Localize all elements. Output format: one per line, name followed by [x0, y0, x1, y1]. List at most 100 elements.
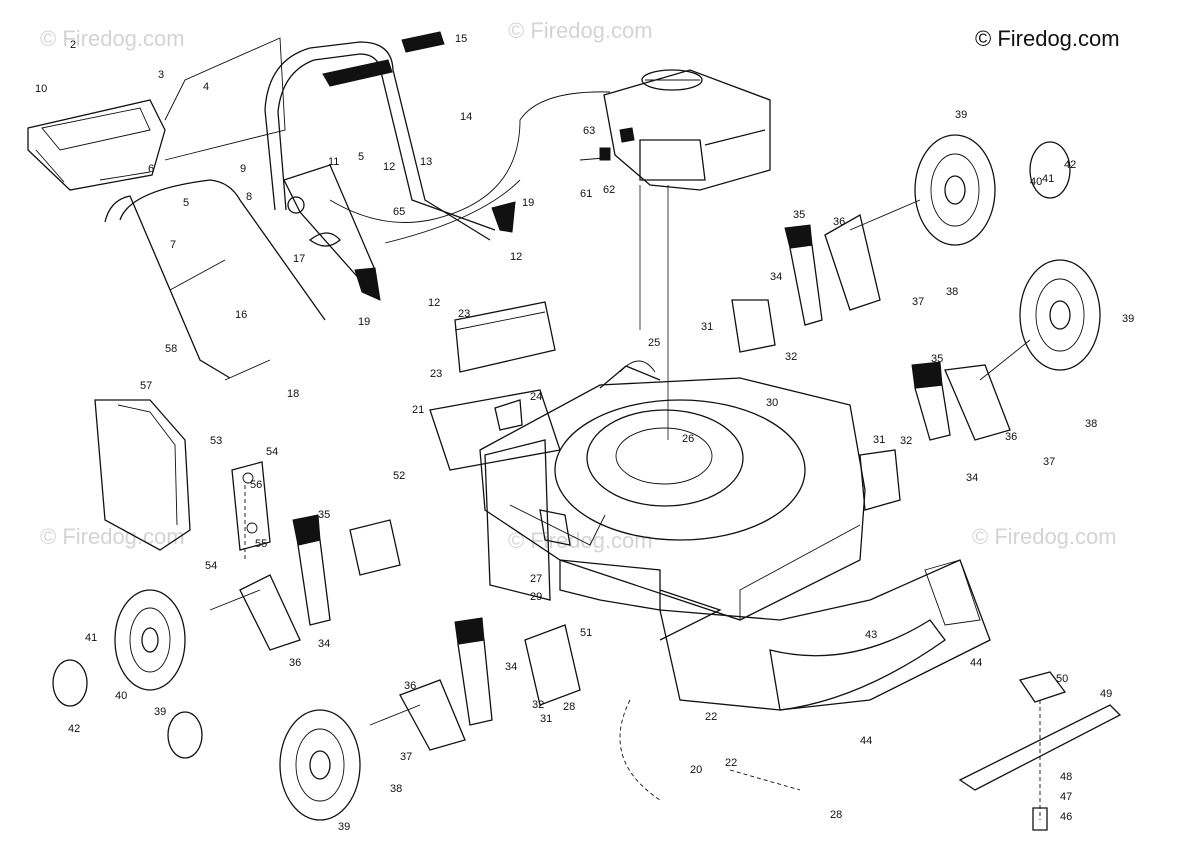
callout-number: 37 — [400, 751, 412, 763]
callout-number: 15 — [455, 33, 467, 45]
rear-door-bracket — [231, 461, 271, 560]
axle-brackets — [209, 199, 1031, 751]
callout-number: 4 — [203, 81, 209, 93]
callout-number: 65 — [393, 206, 405, 218]
callout-number: 41 — [1042, 173, 1054, 185]
callout-number: 19 — [522, 197, 534, 209]
catcher-bag-outline — [164, 37, 286, 161]
lower-cable — [619, 699, 801, 801]
callout-number: 44 — [860, 735, 872, 747]
callout-number: 51 — [580, 627, 592, 639]
callout-labels: 2103415141312511968576516171912195818122… — [35, 33, 1134, 833]
callout-number: 21 — [412, 404, 424, 416]
callout-number: 34 — [505, 661, 517, 673]
callout-number: 39 — [955, 109, 967, 121]
callout-number: 10 — [35, 83, 47, 95]
height-adjusters — [292, 224, 951, 726]
callout-number: 34 — [318, 638, 330, 650]
callout-number: 49 — [1100, 688, 1112, 700]
callout-number: 40 — [1030, 176, 1042, 188]
callout-number: 42 — [68, 723, 80, 735]
callout-number: 9 — [240, 163, 246, 175]
callout-number: 12 — [428, 297, 440, 309]
callout-number: 22 — [705, 711, 717, 723]
callout-number: 37 — [1043, 456, 1055, 468]
callout-number: 53 — [210, 435, 222, 447]
callout-number: 12 — [510, 251, 522, 263]
callout-number: 34 — [966, 472, 978, 484]
upper-handle — [264, 31, 496, 241]
callout-number: 41 — [85, 632, 97, 644]
wheel-rear-left — [114, 589, 186, 691]
callout-number: 44 — [970, 657, 982, 669]
callout-number: 14 — [460, 111, 472, 123]
hub-caps — [52, 141, 1071, 759]
callout-number: 48 — [1060, 771, 1072, 783]
callout-number: 16 — [235, 309, 247, 321]
height-adjust-plate — [494, 399, 523, 431]
callout-number: 27 — [530, 573, 542, 585]
callout-number: 50 — [1056, 673, 1068, 685]
callout-number: 22 — [725, 757, 737, 769]
callout-number: 5 — [183, 197, 189, 209]
callout-number: 36 — [289, 657, 301, 669]
callout-number: 57 — [140, 380, 152, 392]
callout-number: 6 — [148, 163, 154, 175]
callout-number: 61 — [580, 188, 592, 200]
copyright-notice: © Firedog.com — [975, 26, 1120, 51]
callout-number: 55 — [255, 538, 267, 550]
callout-number: 19 — [358, 316, 370, 328]
watermark: © Firedog.com — [972, 524, 1117, 549]
rear-baffle — [484, 439, 606, 601]
callout-number: 32 — [900, 435, 912, 447]
callout-number: 2 — [70, 39, 76, 51]
callout-number: 13 — [420, 156, 432, 168]
wheel-front-right — [1019, 259, 1101, 371]
wheel-front-left — [279, 709, 361, 821]
callout-number: 37 — [912, 296, 924, 308]
callout-number: 36 — [1005, 431, 1017, 443]
callout-number: 7 — [170, 239, 176, 251]
callout-number: 62 — [603, 184, 615, 196]
callout-number: 28 — [563, 701, 575, 713]
callout-number: 63 — [583, 125, 595, 137]
callout-number: 54 — [205, 560, 217, 572]
callout-number: 12 — [383, 161, 395, 173]
callout-number: 35 — [460, 620, 472, 632]
cable-clip — [308, 232, 341, 247]
callout-number: 26 — [682, 433, 694, 445]
discharge-chute-door — [559, 559, 661, 611]
callout-number: 29 — [530, 591, 542, 603]
watermark: © Firedog.com — [40, 524, 185, 549]
callout-number: 34 — [770, 271, 782, 283]
callout-number: 40 — [115, 690, 127, 702]
callout-number: 35 — [318, 509, 330, 521]
skirt — [659, 559, 991, 711]
callout-number: 42 — [1064, 159, 1076, 171]
watermark: © Firedog.com — [508, 18, 653, 43]
callout-number: 32 — [532, 699, 544, 711]
callout-number: 20 — [690, 764, 702, 776]
callout-number: 28 — [830, 809, 842, 821]
callout-number: 54 — [266, 446, 278, 458]
grass-catcher-cover — [27, 99, 166, 191]
callout-number: 36 — [833, 216, 845, 228]
callout-number: 25 — [648, 337, 660, 349]
blade — [958, 671, 1122, 831]
callout-number: 5 — [358, 151, 364, 163]
callout-number: 35 — [931, 353, 943, 365]
callout-number: 18 — [287, 388, 299, 400]
callout-number: 17 — [293, 253, 305, 265]
callout-number: 3 — [158, 69, 164, 81]
callout-number: 36 — [404, 680, 416, 692]
callout-number: 39 — [1122, 313, 1134, 325]
adjuster-gears — [349, 299, 901, 706]
mower-deck — [479, 360, 866, 641]
callout-number: 52 — [393, 470, 405, 482]
callout-number: 31 — [701, 321, 713, 333]
callout-number: 38 — [946, 286, 958, 298]
watermark: © Firedog.com — [40, 26, 185, 51]
callout-number: 8 — [246, 191, 252, 203]
